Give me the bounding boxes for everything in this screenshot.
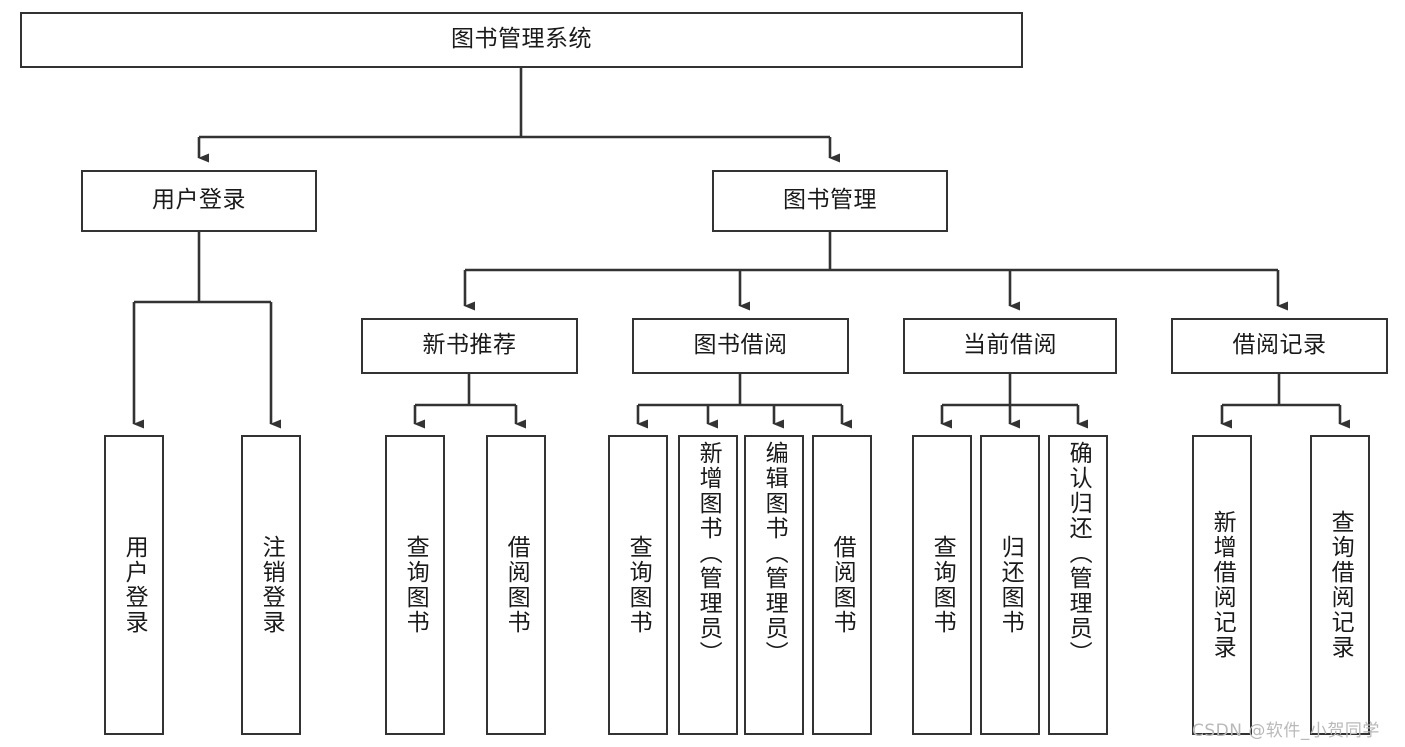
node-label: 当前借阅	[963, 332, 1057, 359]
node-label: 用户登录	[152, 187, 246, 214]
leaf-current-borrow-return-books[interactable]: 归还图书	[980, 435, 1040, 735]
leaf-current-borrow-confirm-return-admin[interactable]: 确认归还（管理员）	[1048, 435, 1108, 735]
node-label: 新增借阅记录	[1209, 510, 1236, 660]
node-book-borrowing[interactable]: 图书借阅	[632, 318, 849, 374]
node-label: 借阅记录	[1232, 332, 1327, 359]
node-user-login[interactable]: 用户登录	[81, 170, 317, 232]
node-label: 新增图书（管理员）	[695, 441, 722, 666]
node-label: 查询借阅记录	[1327, 510, 1354, 660]
csdn-watermark: CSDN @软件_小贺同学	[1192, 721, 1380, 741]
node-borrowing-record[interactable]: 借阅记录	[1171, 318, 1388, 374]
leaf-current-borrow-query-books[interactable]: 查询图书	[912, 435, 972, 735]
leaf-new-book-borrow-books[interactable]: 借阅图书	[486, 435, 546, 735]
node-label: 借阅图书	[829, 535, 856, 635]
node-label: 查询图书	[625, 535, 652, 635]
leaf-borrow-record-add-record[interactable]: 新增借阅记录	[1192, 435, 1252, 735]
node-label: 新书推荐	[422, 332, 517, 359]
node-label: 查询图书	[402, 535, 429, 635]
node-root-book-management-system[interactable]: 图书管理系统	[20, 12, 1023, 68]
node-label: 图书管理系统	[451, 26, 592, 53]
node-label: 图书借阅	[693, 332, 788, 359]
node-new-book-recommendation[interactable]: 新书推荐	[361, 318, 578, 374]
node-label: 确认归还（管理员）	[1065, 441, 1092, 666]
node-label: 图书管理	[783, 187, 877, 214]
node-label: 查询图书	[929, 535, 956, 635]
node-label: 注销登录	[258, 535, 285, 635]
leaf-book-borrow-edit-book-admin[interactable]: 编辑图书（管理员）	[744, 435, 804, 735]
node-book-management[interactable]: 图书管理	[712, 170, 948, 232]
node-label: 借阅图书	[503, 535, 530, 635]
node-label: 用户登录	[121, 535, 148, 635]
leaf-new-book-query-books[interactable]: 查询图书	[385, 435, 445, 735]
leaf-book-borrow-query-books[interactable]: 查询图书	[608, 435, 668, 735]
leaf-book-borrow-add-book-admin[interactable]: 新增图书（管理员）	[678, 435, 738, 735]
node-current-borrowing[interactable]: 当前借阅	[903, 318, 1117, 374]
leaf-borrow-record-query-record[interactable]: 查询借阅记录	[1310, 435, 1370, 735]
node-label: 编辑图书（管理员）	[761, 441, 788, 666]
leaf-user-login-logout[interactable]: 注销登录	[241, 435, 301, 735]
leaf-book-borrow-borrow-books[interactable]: 借阅图书	[812, 435, 872, 735]
node-label: 归还图书	[997, 535, 1024, 635]
leaf-user-login-login[interactable]: 用户登录	[104, 435, 164, 735]
